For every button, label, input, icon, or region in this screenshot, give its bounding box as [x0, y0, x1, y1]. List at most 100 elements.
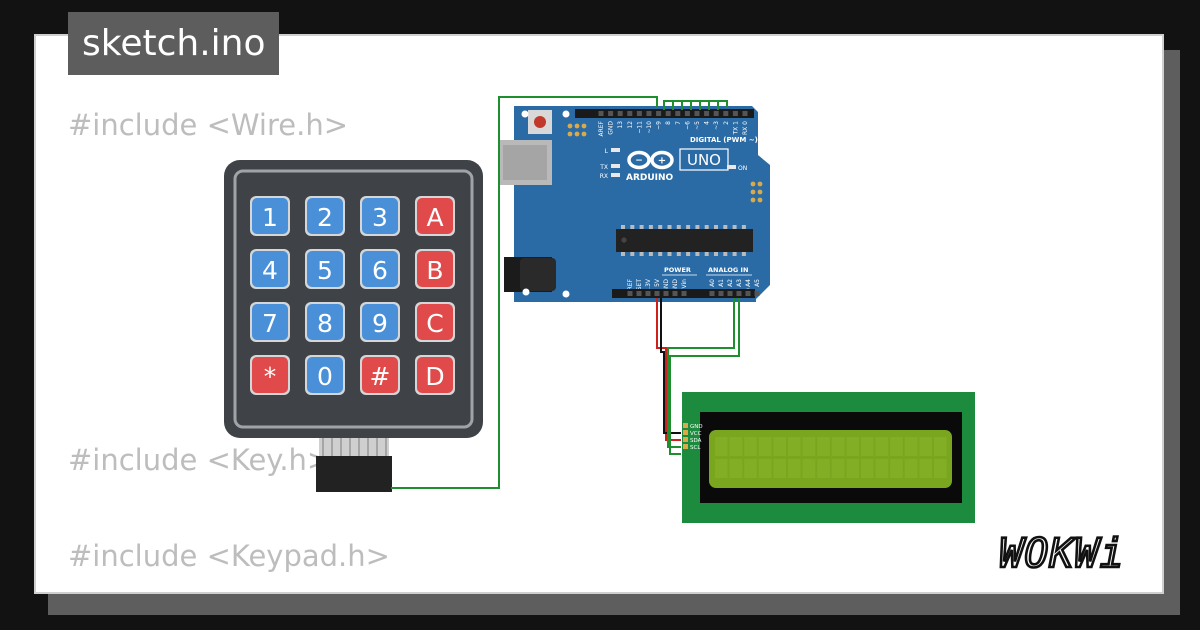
chip-pin: [648, 225, 653, 229]
key-label: 9: [372, 309, 388, 338]
lcd-character-cells: [715, 437, 947, 478]
pin-hole[interactable]: [636, 111, 642, 116]
chip-pins: [621, 225, 746, 256]
pin-hole[interactable]: [665, 111, 671, 116]
pin-hole[interactable]: [672, 291, 678, 296]
chip-pin: [667, 252, 672, 256]
lcd-pin[interactable]: [683, 437, 688, 442]
chip-pin: [630, 252, 635, 256]
pin-hole[interactable]: [694, 111, 700, 116]
lcd-cell: [861, 437, 874, 456]
keypad-key[interactable]: A: [415, 196, 455, 236]
pin-hole[interactable]: [675, 111, 681, 116]
pin-hole[interactable]: [627, 111, 633, 116]
chip-pin: [741, 225, 746, 229]
pin-hole[interactable]: [646, 111, 652, 116]
key-face: [307, 357, 343, 393]
key-label: 4: [262, 256, 278, 285]
lcd-cell: [890, 437, 903, 456]
key-face: [417, 357, 453, 393]
icsp-header-right: [750, 181, 763, 203]
lcd-cell: [904, 459, 918, 478]
keypad-key[interactable]: D: [415, 355, 455, 395]
key-label: C: [426, 309, 443, 338]
mount-hole: [562, 110, 570, 118]
chip-pin: [676, 252, 681, 256]
key-label: 7: [262, 309, 278, 338]
pin-hole[interactable]: [654, 291, 660, 296]
pin-hole[interactable]: [645, 291, 651, 296]
keypad-key[interactable]: 7: [250, 302, 290, 342]
lcd-cell: [831, 437, 845, 456]
keypad-ribbon: [319, 438, 389, 456]
keypad-key[interactable]: C: [415, 302, 455, 342]
icsp-header: [567, 123, 587, 137]
pin-hole[interactable]: [736, 291, 742, 296]
lcd-pin[interactable]: [683, 430, 688, 435]
key-label: 2: [317, 203, 333, 232]
pin-hole[interactable]: [681, 291, 687, 296]
pin-hole[interactable]: [727, 291, 733, 296]
lcd-cell: [919, 437, 932, 456]
keypad-key[interactable]: 1: [250, 196, 290, 236]
chip-pin: [732, 225, 737, 229]
pin-hole[interactable]: [598, 111, 604, 116]
pin-hole[interactable]: [709, 291, 715, 296]
pin-hole[interactable]: [713, 111, 719, 116]
pin-hole[interactable]: [718, 291, 724, 296]
file-name-tab[interactable]: sketch.ino: [68, 12, 280, 75]
pin-label: 13: [617, 121, 624, 129]
key-face: [252, 198, 288, 234]
svg-text:−: −: [635, 156, 643, 166]
pin-hole[interactable]: [617, 111, 623, 116]
pin-hole[interactable]: [663, 291, 669, 296]
keypad-key[interactable]: 9: [360, 302, 400, 342]
keypad-key[interactable]: 8: [305, 302, 345, 342]
lcd-cell: [715, 437, 728, 456]
pin-hole[interactable]: [608, 111, 614, 116]
lcd-cell: [773, 459, 786, 478]
keypad-key[interactable]: 6: [360, 249, 400, 289]
lcd-pin[interactable]: [683, 423, 688, 428]
wire-scl: [669, 298, 740, 455]
pin-label: 5V: [654, 278, 661, 287]
lcd-cell: [802, 459, 816, 478]
pin-hole[interactable]: [704, 111, 710, 116]
led-label-rx: RX: [600, 173, 608, 180]
key-label: 5: [317, 256, 333, 285]
keypad-key[interactable]: #: [360, 355, 400, 395]
keypad-key[interactable]: *: [250, 355, 290, 395]
pin-hole[interactable]: [627, 291, 633, 296]
pin-hole[interactable]: [656, 111, 662, 116]
keypad-key[interactable]: 4: [250, 249, 290, 289]
pin-hole[interactable]: [754, 291, 760, 296]
keypad-key[interactable]: 0: [305, 355, 345, 395]
keypad-key[interactable]: 3: [360, 196, 400, 236]
chip-pin: [686, 252, 691, 256]
keypad-key[interactable]: 2: [305, 196, 345, 236]
lcd-cell: [729, 459, 743, 478]
pin-label: A2: [727, 279, 734, 287]
pin-label: AREF: [598, 120, 605, 136]
chip-pin: [723, 252, 728, 256]
board-brand: ARDUINO: [626, 173, 674, 183]
chip-pin: [704, 252, 709, 256]
pin-hole[interactable]: [745, 291, 751, 296]
lcd-cell: [773, 437, 786, 456]
keypad-key[interactable]: B: [415, 249, 455, 289]
lcd-pin[interactable]: [683, 444, 688, 449]
pin-hole[interactable]: [684, 111, 690, 116]
pin-label: TX 1: [732, 121, 739, 136]
wokwi-logo-text: WOKWi: [999, 531, 1124, 577]
pin-label: 7: [675, 121, 682, 125]
icsp-pin: [757, 189, 763, 195]
pin-hole[interactable]: [723, 111, 729, 116]
power-jack-barrel: [520, 258, 556, 291]
pin-hole[interactable]: [732, 111, 738, 116]
keypad-key[interactable]: 5: [305, 249, 345, 289]
pin-hole[interactable]: [636, 291, 642, 296]
pin-hole[interactable]: [742, 111, 748, 116]
